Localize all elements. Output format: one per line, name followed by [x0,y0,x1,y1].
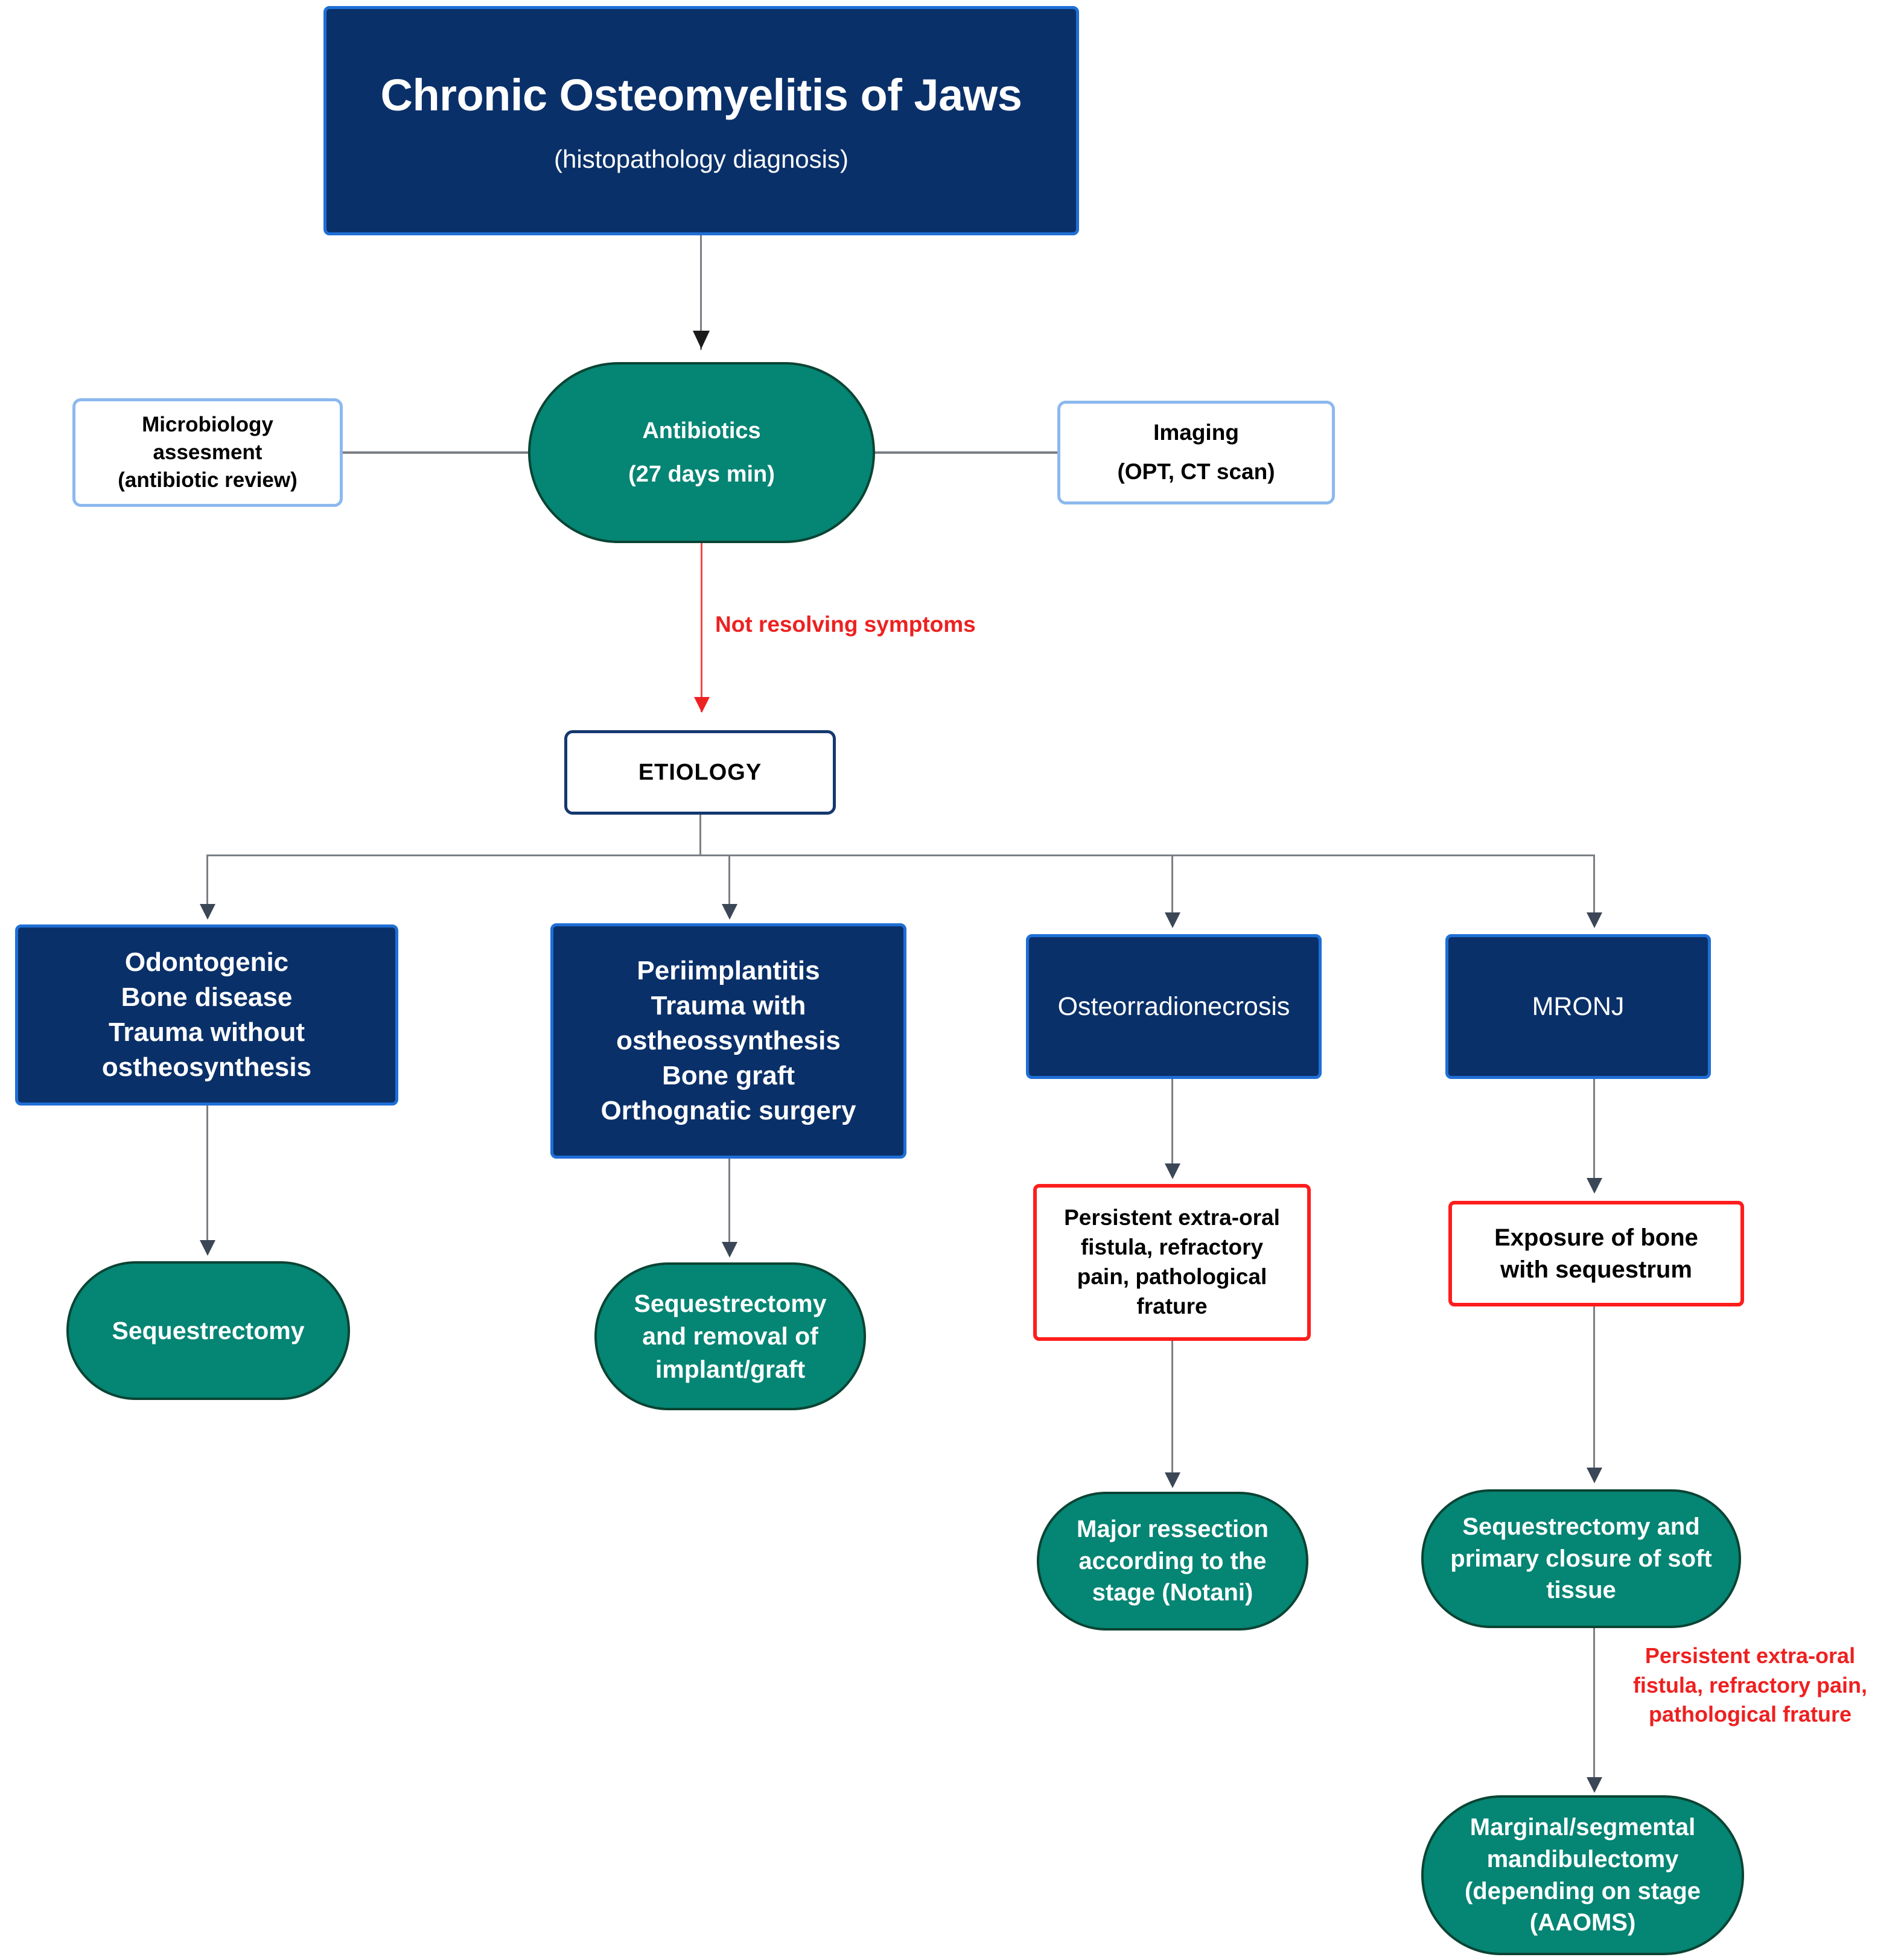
node-odontogenic: Odontogenic Bone disease Trauma without … [15,924,398,1106]
connector-bus-drop-osteorradionecrosis [1171,854,1173,924]
node-sequestrectomy-removal-implant-label: Sequestrectomy and removal of implant/gr… [634,1290,827,1383]
node-imaging: Imaging (OPT, CT scan) [1057,401,1335,504]
arrowhead-periimplantitis-to-sequestrectomy-removal [722,1242,737,1258]
connector-bus-drop-mronj [1593,854,1595,924]
connector-bus-drop-periimplantitis [728,854,730,915]
node-persistent-fistula-orn: Persistent extra-oral fistula, refractor… [1033,1184,1311,1341]
connector-orn-to-persistent-fistula [1171,1079,1173,1172]
node-osteorradionecrosis-label: Osteorradionecrosis [1057,991,1290,1021]
node-mronj: MRONJ [1445,934,1711,1079]
node-antibiotics: Antibiotics (27 days min) [528,362,875,543]
node-odontogenic-label: Odontogenic Bone disease Trauma without … [101,947,312,1083]
node-sequestrectomy-label: Sequestrectomy [112,1316,305,1344]
node-imaging-label: Imaging (OPT, CT scan) [1117,420,1275,484]
arrowhead-title-to-antibiotics [693,331,710,349]
arrowhead-to-odontogenic [200,904,215,920]
arrowhead-to-osteorradionecrosis [1165,912,1180,928]
arrowhead-sequestrectomy-closure-to-mandibulectomy [1587,1777,1602,1793]
node-sequestrectomy-primary-closure: Sequestrectomy and primary closure of so… [1421,1489,1741,1628]
connector-periimplantitis-to-sequestrectomy-removal [728,1159,730,1252]
node-sequestrectomy-removal-implant: Sequestrectomy and removal of implant/gr… [594,1262,866,1410]
node-major-ressection: Major ressection according to the stage … [1037,1492,1308,1631]
node-microbiology-assessment: Microbiology assesment (antibiotic revie… [72,398,343,507]
connector-title-to-antibiotics [700,235,702,350]
node-periimplantitis-label: Periimplantitis Trauma with ostheossynth… [600,955,856,1126]
edge-label-not-resolving-symptoms: Not resolving symptoms [715,612,976,637]
node-sequestrectomy-primary-closure-label: Sequestrectomy and primary closure of so… [1450,1513,1712,1604]
connector-bus-drop-odontogenic [206,854,208,915]
connector-etiology-stem [699,815,701,856]
connector-persistent-fistula-to-major-ressection [1171,1341,1173,1483]
arrowhead-to-periimplantitis [722,904,737,920]
node-osteorradionecrosis: Osteorradionecrosis [1026,934,1322,1079]
connector-exposure-bone-to-sequestrectomy-closure [1593,1306,1595,1478]
node-periimplantitis: Periimplantitis Trauma with ostheossynth… [550,923,906,1159]
node-marginal-segmental-mandibulectomy: Marginal/segmental mandibulectomy (depen… [1421,1795,1744,1955]
node-etiology-label: ETIOLOGY [638,759,762,785]
arrowhead-to-mronj [1587,912,1602,928]
node-microbiology-assessment-label: Microbiology assesment (antibiotic revie… [118,412,298,492]
node-sequestrectomy: Sequestrectomy [66,1261,350,1400]
edge-label-persistent-fistula-mronj: Persistent extra-oral fistula, refractor… [1632,1643,1868,1727]
node-chronic-osteomyelitis-title: Chronic Osteomyelitis of Jaws (histopath… [323,6,1079,235]
node-mronj-label: MRONJ [1532,991,1625,1021]
connector-mronj-to-exposure-bone [1593,1079,1595,1188]
arrowhead-antibiotics-to-etiology [694,697,710,713]
arrowhead-orn-to-persistent-fistula [1165,1163,1180,1179]
connector-antibiotics-to-etiology [701,543,702,712]
connector-antibiotics-to-imaging [875,451,1059,454]
title-subtitle-text: (histopathology diagnosis) [554,144,849,173]
connector-odontogenic-to-sequestrectomy [206,1106,208,1250]
arrowhead-exposure-bone-to-sequestrectomy-closure [1587,1468,1602,1483]
node-marginal-segmental-mandibulectomy-label: Marginal/segmental mandibulectomy (depen… [1464,1813,1701,1936]
node-antibiotics-label: Antibiotics (27 days min) [628,418,775,487]
arrowhead-odontogenic-to-sequestrectomy [200,1240,215,1256]
node-exposure-of-bone-label: Exposure of bone with sequestrum [1494,1224,1698,1283]
node-etiology: ETIOLOGY [564,730,836,815]
node-persistent-fistula-orn-label: Persistent extra-oral fistula, refractor… [1064,1205,1280,1319]
connector-etiology-bus [206,854,1594,856]
connector-microbiology-to-antibiotics [343,451,530,454]
connector-sequestrectomy-closure-to-mandibulectomy [1593,1628,1595,1788]
title-main-text: Chronic Osteomyelitis of Jaws [380,69,1022,120]
node-exposure-of-bone: Exposure of bone with sequestrum [1448,1201,1744,1306]
arrowhead-mronj-to-exposure-bone [1587,1178,1602,1194]
node-major-ressection-label: Major ressection according to the stage … [1077,1515,1269,1606]
arrowhead-persistent-fistula-to-major-ressection [1165,1472,1180,1488]
